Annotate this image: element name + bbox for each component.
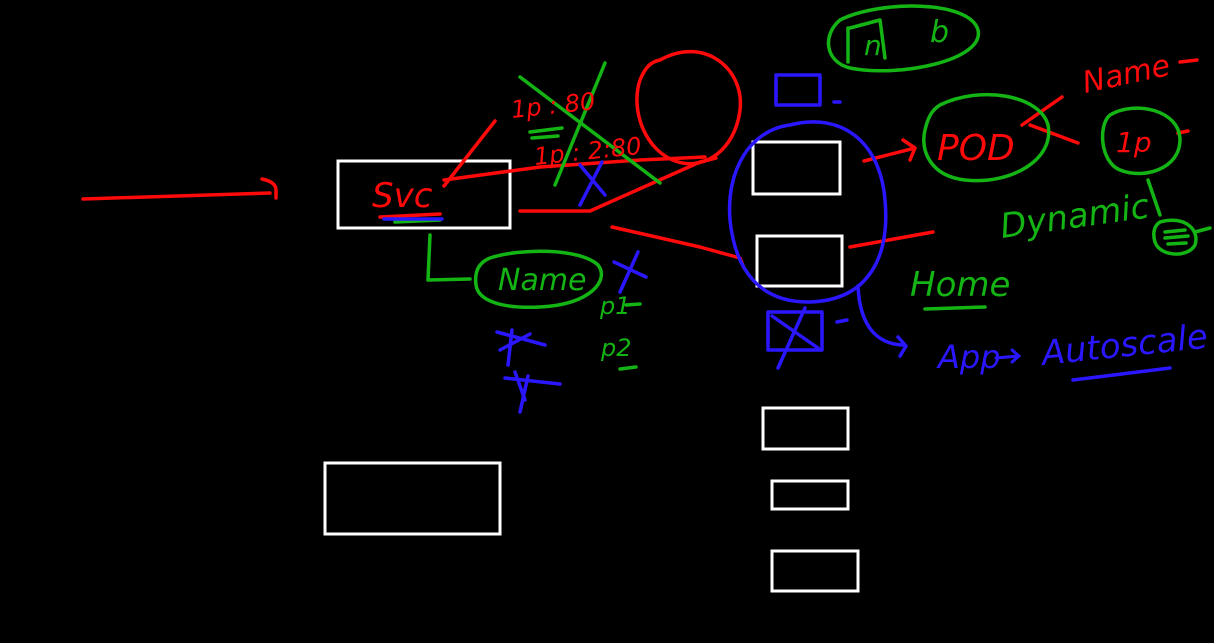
svc-underline [378,212,442,219]
app-label: App [936,338,1001,376]
name-top-label: Name [1079,48,1173,101]
crossed-blue-box [766,310,824,352]
top-right-glyph: b [930,15,949,50]
svc-to-ip-line [442,119,497,188]
pod-ip-line [1028,123,1080,145]
pod-box-4 [770,479,850,511]
svc-to-name-arrow [426,233,472,282]
pod-box-5 [770,549,860,593]
small-blue-box [774,73,822,107]
ip-strike [528,126,564,140]
ip-to-dynamic-line [1146,178,1162,217]
p2-label: p2 [600,334,632,362]
top-bubble-inner [846,18,887,64]
dynamic-badge [1152,218,1212,256]
pod-bubble [922,92,1051,183]
pod-box-2-line [848,230,935,249]
cross-x-1 [578,160,607,207]
p4-crossed [503,370,562,414]
app-arrow [994,348,1022,364]
blue-dash-mid [835,318,849,324]
top-bubble [826,4,980,73]
p3-crossed [495,328,547,367]
pod-box-1 [751,140,842,196]
cross-x-2 [612,250,648,294]
autoscale-underline [1071,366,1172,382]
pod-name-line [1020,95,1064,127]
p1-dash [624,302,642,307]
node-boundary [727,120,888,304]
incoming-arrow [81,177,278,201]
home-underline [923,305,987,311]
name-dash [1178,58,1199,64]
crossed-blue-box-x [770,306,820,370]
p2-dash [618,365,638,371]
pod-box-3 [761,406,850,451]
name-bubble [473,249,604,310]
pod-box-2 [755,234,844,288]
name-bubble-label: Name [498,263,587,298]
cross-out-green [518,61,662,187]
ip-circle-green [1100,106,1182,176]
node-to-app-arrow [856,284,908,358]
home-label: Home [910,265,1010,305]
lower-left-box [323,461,502,536]
top-left-glyph: n [864,29,882,62]
pod-label: POD [937,128,1015,169]
svc-box [336,159,512,230]
autoscale-label: Autoscale [1038,317,1210,374]
p1-label: p1 [599,292,631,320]
ip-circle-red [635,49,743,166]
ip-circle-label: 1p [1116,126,1152,159]
svc-label: Svc [372,176,433,216]
dynamic-label: Dynamic [998,186,1152,247]
